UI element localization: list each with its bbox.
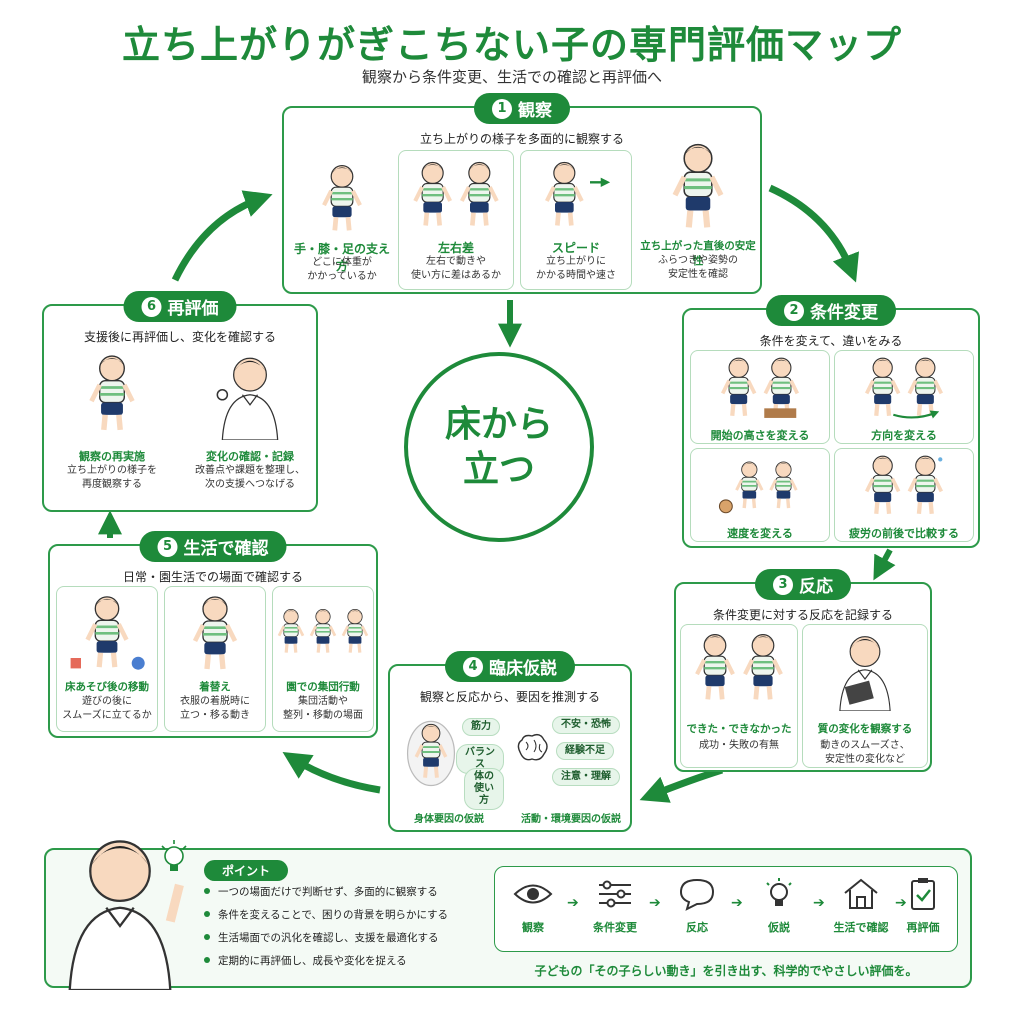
arrow-right-icon: ➔ xyxy=(731,895,743,911)
step3-subtitle: 条件変更に対する反応を記録する xyxy=(712,608,893,622)
flow-life-check: 生活で確認 xyxy=(825,877,897,935)
step5-card-2: 着替え 衣服の着脱時に 立つ・移る動き xyxy=(164,586,266,732)
step2-card-3: 速度を変える xyxy=(690,448,830,542)
house-icon xyxy=(844,878,878,909)
points-list: 一つの場面だけで判断せず、多面的に観察する 条件を変えることで、困りの背景を明ら… xyxy=(204,884,504,976)
step1-card-4: 立ち上がった直後の安定性 ふらつきや姿勢の 安定性を確認 xyxy=(636,138,760,290)
flow-hypothesis: 仮説 xyxy=(743,877,815,935)
step3-card-1: できた・できなかった 成功・失敗の有無 xyxy=(680,624,798,768)
therapist-with-tablet-icon xyxy=(825,631,905,711)
arrow-right-icon: ➔ xyxy=(895,895,907,911)
flow-condition-change: 条件変更 xyxy=(579,877,651,935)
two-children-icon xyxy=(691,631,787,703)
step6-card-1: 観察の再実施 立ち上がりの様子を 再度観察する xyxy=(50,350,174,510)
eye-icon xyxy=(513,884,553,904)
rising-child-icon xyxy=(531,159,611,229)
brain-icon xyxy=(517,733,548,761)
arrow-right-icon: ➔ xyxy=(813,895,825,911)
points-badge: ポイント xyxy=(204,860,289,881)
sliders-icon xyxy=(599,880,631,908)
child-in-cloud-icon xyxy=(406,720,456,787)
flow-response: 反応 xyxy=(661,877,733,935)
tag-attention: 注意・理解 xyxy=(552,768,620,786)
therapist-ok-sign-icon xyxy=(216,352,292,440)
lightbulb-icon xyxy=(161,840,187,871)
arrow-right-icon: ➔ xyxy=(649,895,661,911)
speech-bubble-icon xyxy=(679,878,715,911)
crawling-child-icon xyxy=(306,162,378,234)
tag-anxiety: 不安・恐怖 xyxy=(552,716,620,734)
standing-child-icon xyxy=(667,140,729,232)
tag-strength: 筋力 xyxy=(462,718,500,736)
step4-body-hypothesis: 筋力 バランス 体の 使い方 身体要因の仮説 xyxy=(394,706,504,830)
step1-card-2: 左右差 左右で動きや 使い方に差はあるか xyxy=(398,150,514,290)
step2-card-4: 疲労の前後で比較する xyxy=(834,448,974,542)
step4-env-hypothesis: 不安・恐怖 経験不足 注意・理解 活動・環境要因の仮説 xyxy=(512,706,630,830)
child-on-box-icon xyxy=(705,355,815,418)
slogan: 子どもの「その子らしい動き」を引き出す、科学的でやさしい評価を。 xyxy=(534,964,918,978)
flow-observe: 観察 xyxy=(497,877,569,935)
tired-child-icon xyxy=(849,453,959,517)
step2-subtitle: 条件を変えて、違いをみる xyxy=(759,334,903,348)
points-box: ポイント 一つの場面だけで判断せず、多面的に観察する 条件を変えることで、困りの… xyxy=(44,840,972,988)
turning-child-icon xyxy=(849,355,959,419)
center-circle: 床から 立つ xyxy=(404,352,594,542)
step1-card-3: スピード 立ち上がりに かかる時間や速さ xyxy=(520,150,632,290)
tag-inexperience: 経験不足 xyxy=(556,742,614,760)
step5-card-3: 園での集団行動 集団活動や 整列・移動の場面 xyxy=(272,586,374,732)
group-of-children-icon xyxy=(275,593,371,669)
point-item: 生活場面での汎化を確認し、支援を最適化する xyxy=(204,930,504,945)
flow-reevaluate: 再評価 xyxy=(887,877,959,935)
step3-card-2: 質の変化を観察する 動きのスムーズさ、 安定性の変化など xyxy=(802,624,928,768)
step5-subtitle: 日常・園生活での場面で確認する xyxy=(122,570,303,584)
lightbulb-icon xyxy=(766,878,792,906)
child-dressing-icon xyxy=(180,593,250,673)
two-children-icon xyxy=(408,159,504,229)
center-label: 床から 立つ xyxy=(444,404,553,490)
step4-subtitle: 観察と反応から、要因を推測する xyxy=(419,690,600,704)
step2-card-2: 方向を変える xyxy=(834,350,974,444)
page-title: 立ち上がりがぎこちない子の専門評価マップ xyxy=(121,23,902,67)
point-item: 条件を変えることで、困りの背景を明らかにする xyxy=(204,907,504,922)
snail-speed-icon xyxy=(718,453,815,514)
arrow-right-icon: ➔ xyxy=(567,895,579,911)
clipboard-check-icon xyxy=(911,878,935,910)
step6-card-2: 変化の確認・記録 改善点や課題を整理し、 次の支援へつなげる xyxy=(184,350,316,510)
process-flow: 観察 ➔ 条件変更 ➔ 反応 ➔ 仮説 ➔ 生活で確認 ➔ 再評価 xyxy=(494,866,958,952)
step2-card-1: 開始の高さを変える xyxy=(690,350,830,444)
step1-card-1: 手・膝・足の支え方 どこに体重が かかっているか xyxy=(292,150,392,290)
step5-card-1: 床あそび後の移動 遊びの後に スムーズに立てるか xyxy=(56,586,158,732)
point-item: 一つの場面だけで判断せず、多面的に観察する xyxy=(204,884,504,899)
tag-body-use: 体の 使い方 xyxy=(464,768,504,810)
step1-subtitle: 立ち上がりの様子を多面的に観察する xyxy=(419,132,624,146)
point-item: 定期的に再評価し、成長や変化を捉える xyxy=(204,953,504,968)
therapist-pointing-icon xyxy=(50,830,184,990)
page-subtitle: 観察から条件変更、生活での確認と再評価へ xyxy=(361,68,662,86)
child-with-toys-icon xyxy=(70,593,145,670)
step6-subtitle: 支援後に再評価し、変化を確認する xyxy=(83,330,276,344)
crawling-child-icon xyxy=(75,352,149,434)
